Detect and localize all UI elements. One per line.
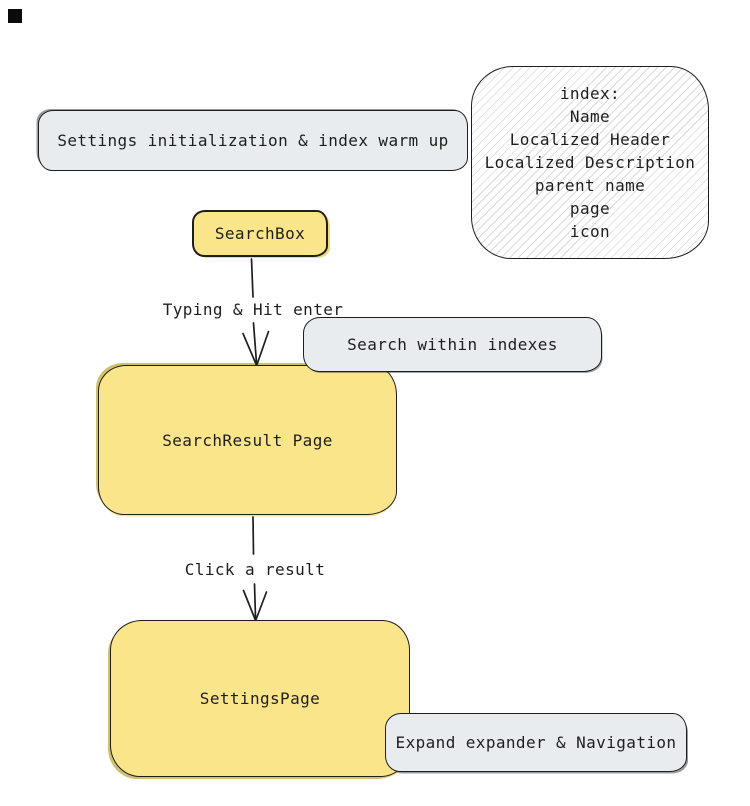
node-label: Expand expander & Navigation: [395, 733, 677, 752]
node-settingspage: SettingsPage: [110, 620, 410, 777]
node-label: Search within indexes: [347, 335, 558, 354]
arrow-typing-shaft-upper: [250, 258, 254, 298]
index-field-line: icon: [569, 222, 611, 241]
index-field-line: page: [569, 199, 611, 218]
arrow-typing-head-left: [242, 332, 258, 366]
index-field-line: index:: [559, 84, 621, 103]
arrow-click-shaft-lower: [253, 583, 257, 619]
index-field-line: Name: [569, 107, 611, 126]
node-index-fields-note: index: Name Localized Header Localized D…: [471, 66, 709, 259]
node-search-within-indexes: Search within indexes: [303, 317, 602, 372]
node-searchresult-page: SearchResult Page: [98, 365, 397, 515]
node-label: Settings initialization & index warm up: [57, 131, 449, 150]
index-field-line: Localized Description: [484, 153, 696, 172]
arrow-click-head-left: [242, 589, 257, 621]
index-field-line: Localized Header: [509, 130, 671, 149]
corner-marker: [8, 9, 22, 23]
arrow-click-shaft-upper: [252, 516, 255, 555]
node-expand-expander-navigation: Expand expander & Navigation: [385, 713, 687, 772]
arrow-typing-head-right: [256, 330, 270, 366]
node-label: SearchBox: [214, 224, 306, 243]
node-label: SettingsPage: [199, 689, 321, 708]
arrow-typing-shaft-lower: [252, 322, 258, 364]
arrow-click-head-right: [255, 591, 268, 621]
node-label: SearchResult Page: [162, 430, 333, 450]
node-searchbox: SearchBox: [192, 210, 328, 257]
edge-label-click-a-result: Click a result: [184, 560, 326, 579]
edge-label-typing-hit-enter: Typing & Hit enter: [162, 300, 344, 319]
index-field-line: parent name: [534, 176, 646, 195]
node-settings-initialization: Settings initialization & index warm up: [38, 110, 468, 171]
